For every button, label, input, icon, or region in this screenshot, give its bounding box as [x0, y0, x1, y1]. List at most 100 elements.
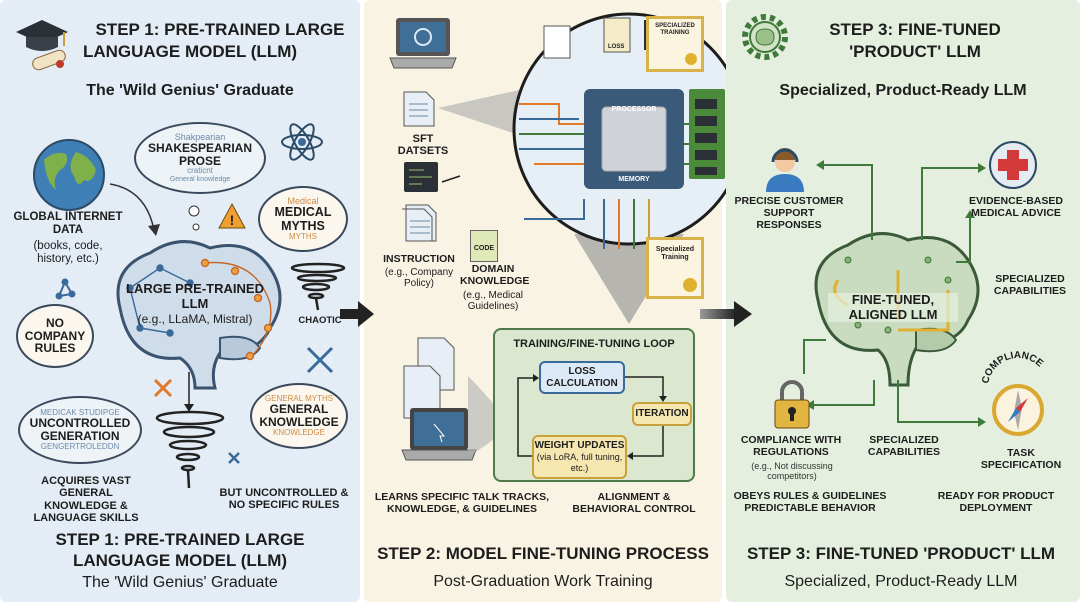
step3-title-line2: 'PRODUCT' LLM — [849, 42, 981, 61]
compliance-detail: (e.g., Not discussing competitors) — [751, 461, 833, 482]
step2-footer-title: STEP 2: MODEL FINE-TUNING PROCESS — [377, 544, 709, 563]
certificate-top-icon: SPECIALIZED TRAINING — [646, 16, 704, 72]
step1-title-line1: STEP 1: PRE-TRAINED LARGE — [95, 20, 345, 39]
tornado-icon — [290, 262, 346, 311]
step2-caption-right: ALIGNMENT & BEHAVIORAL CONTROL — [572, 491, 696, 515]
training-loop-box: TRAINING/FINE-TUNING LOOP LOSS CALCULATI… — [493, 328, 695, 482]
weight-updates-label: WEIGHT UPDATES — [534, 440, 625, 452]
cloud-shakespeare-small: Shakpearian — [174, 131, 226, 142]
brain-network-icon — [116, 240, 282, 390]
blue-x-icon — [228, 452, 240, 464]
instruction-detail: (e.g., Company Policy) — [384, 267, 454, 290]
svg-text:!: ! — [230, 212, 235, 228]
certificate-top-label: SPECIALIZED TRAINING — [655, 23, 695, 36]
iteration-box: ITERATION — [632, 402, 692, 426]
weight-updates-detail: (via LoRA, full tuning, etc.) — [536, 452, 623, 473]
cloud-general-text: GENERAL KNOWLEDGE — [259, 402, 339, 429]
cloud-shakespeare-extra: craticnt — [187, 166, 213, 176]
specialized-right-label: SPECIALIZED CAPABILITIES — [993, 273, 1067, 297]
code-file-label: CODE — [473, 245, 495, 252]
cloud-general-extra: KNOWLEDGE — [272, 427, 325, 437]
step3-subtitle: Specialized, Product-Ready LLM — [779, 82, 1027, 99]
down-arrow — [184, 372, 194, 412]
orange-x-icon — [153, 378, 173, 398]
specialized-mid-label: SPECIALIZED CAPABILITIES — [867, 434, 941, 458]
step2-footer-subtitle: Post-Graduation Work Training — [433, 573, 653, 590]
certificate-bottom-label: Specialized Training — [655, 246, 695, 261]
step1-footer-title-line1: STEP 1: PRE-TRAINED LARGE — [55, 530, 305, 549]
connector-arrows — [803, 160, 986, 427]
step1-caption-left: ACQUIRES VAST GENERAL KNOWLEDGE & LANGUA… — [33, 475, 139, 524]
step3-caption-right: READY FOR PRODUCT DEPLOYMENT — [937, 490, 1055, 514]
loss-calculation-box: LOSS CALCULATION — [539, 361, 625, 394]
domain-knowledge-detail: (e.g., Medical Guidelines) — [462, 290, 524, 313]
cloud-general-small: GENERAL MYTHS — [264, 394, 334, 404]
atom-icon — [281, 123, 323, 161]
weight-updates-box: WEIGHT UPDATES (via LoRA, full tuning, e… — [532, 435, 627, 479]
loss-doc-label: LOSS — [608, 44, 625, 50]
arrow-to-brain — [109, 183, 160, 236]
warning-icon: ! — [218, 202, 246, 229]
training-loop-title: TRAINING/FINE-TUNING LOOP — [513, 338, 675, 350]
cloud-medical-myths: Medical MEDICAL MYTHS MYTHS — [258, 186, 348, 252]
cloud-no-rules-text: NO COMPANY RULES — [24, 316, 86, 356]
laptop-icon — [389, 18, 457, 69]
step3-footer-title: STEP 3: FINE-TUNED 'PRODUCT' LLM — [746, 544, 1056, 563]
step1-panel: STEP 1: PRE-TRAINED LARGE LANGUAGE MODEL… — [0, 0, 360, 602]
graduation-cap-icon — [16, 20, 68, 71]
medical-advice-label: EVIDENCE-BASED MEDICAL ADVICE — [969, 195, 1063, 219]
data-source-label: GLOBAL INTERNET DATA — [13, 211, 123, 236]
gear-brain-icon — [742, 14, 788, 60]
chaotic-label: CHAOTIC — [298, 315, 342, 326]
step3-panel: STEP 3: FINE-TUNED 'PRODUCT' LLM Special… — [726, 0, 1080, 602]
chip-memory-label: MEMORY — [618, 176, 650, 183]
cloud-uncontrolled-text: UNCONTROLLED GENERATION — [29, 416, 131, 443]
sft-datasets-label: SFT DATSETS — [397, 133, 449, 158]
step1-footer-title-line2: LANGUAGE MODEL (LLM) — [72, 551, 288, 570]
brain-detail: (e.g., LLaMA, Mistral) — [137, 312, 253, 326]
customer-support-icon — [766, 148, 804, 192]
data-source-detail: (books, code, history, etc.) — [33, 240, 103, 265]
compliance-label: COMPLIANCE WITH REGULATIONS — [740, 434, 842, 458]
step1-title-line2: LANGUAGE MODEL (LLM) — [82, 42, 298, 61]
arrow-step1-to-step2 — [340, 301, 374, 327]
cloud-shakespeare-text: SHAKESPEARIAN PROSE — [147, 141, 252, 168]
cross-arrows-icon — [306, 346, 334, 374]
cloud-general-knowledge: GENERAL MYTHS GENERAL KNOWLEDGE KNOWLEDG… — [250, 383, 348, 449]
docs-laptop-icon — [401, 337, 508, 461]
chip-processor-label: PROCESSOR — [611, 106, 657, 113]
padlock-icon — [774, 380, 810, 429]
globe-icon — [33, 139, 105, 211]
cloud-medical-text: MEDICAL MYTHS — [274, 205, 332, 233]
step3-caption-left: OBEYS RULES & GUIDELINES PREDICTABLE BEH… — [733, 490, 887, 514]
compass-icon: COMPLIANCE — [980, 350, 1045, 436]
cloud-no-company-rules: NO COMPANY RULES — [16, 304, 94, 368]
cloud-uncontrolled-small: MEDICAK STUDIPGE — [40, 408, 120, 418]
step1-subtitle: The 'Wild Genius' Graduate — [86, 82, 294, 99]
step3-title-line1: STEP 3: FINE-TUNED — [829, 20, 1001, 39]
cloud-shakespearean: Shakpearian SHAKESPEARIAN PROSE craticnt… — [134, 122, 266, 194]
step3-footer-subtitle: Specialized, Product-Ready LLM — [784, 573, 1018, 590]
step2-panel: LOSS PROCESSOR MEMORY SPECIALIZED TRAINI… — [364, 0, 746, 602]
medical-cross-icon — [989, 141, 1037, 189]
domain-knowledge-label: DOMAIN KNOWLEDGE — [460, 263, 530, 287]
terminal-icon — [404, 162, 461, 192]
step1-caption-right: BUT UNCONTROLLED & NO SPECIFIC RULES — [219, 487, 349, 512]
code-file-icon: CODE — [470, 230, 498, 262]
aligned-brain-label: FINE-TUNED, ALIGNED LLM — [828, 292, 958, 323]
cloud-medical-extra: MYTHS — [289, 231, 317, 241]
certificate-bottom-icon: Specialized Training — [646, 237, 704, 299]
tornado-large-icon — [155, 410, 225, 489]
step2-caption-left: LEARNS SPECIFIC TALK TRACKS, KNOWLEDGE, … — [374, 491, 550, 515]
arrow-step2-to-step3 — [700, 301, 752, 327]
brain-label: LARGE PRE-TRAINED LLM — [126, 281, 264, 311]
sft-document-icon — [403, 91, 435, 127]
support-label: PRECISE CUSTOMER SUPPORT RESPONSES — [734, 195, 844, 231]
task-specification-label: TASK SPECIFICATION — [980, 447, 1062, 471]
instruction-document-icon — [402, 204, 437, 242]
triangle-network-icon — [55, 278, 76, 300]
thought-bubbles — [188, 205, 200, 231]
step1-footer-subtitle: The 'Wild Genius' Graduate — [82, 574, 278, 591]
cloud-uncontrolled-generation: MEDICAK STUDIPGE UNCONTROLLED GENERATION… — [18, 396, 142, 464]
cloud-uncontrolled-extra: GENGERTROLEDDN — [40, 441, 120, 451]
